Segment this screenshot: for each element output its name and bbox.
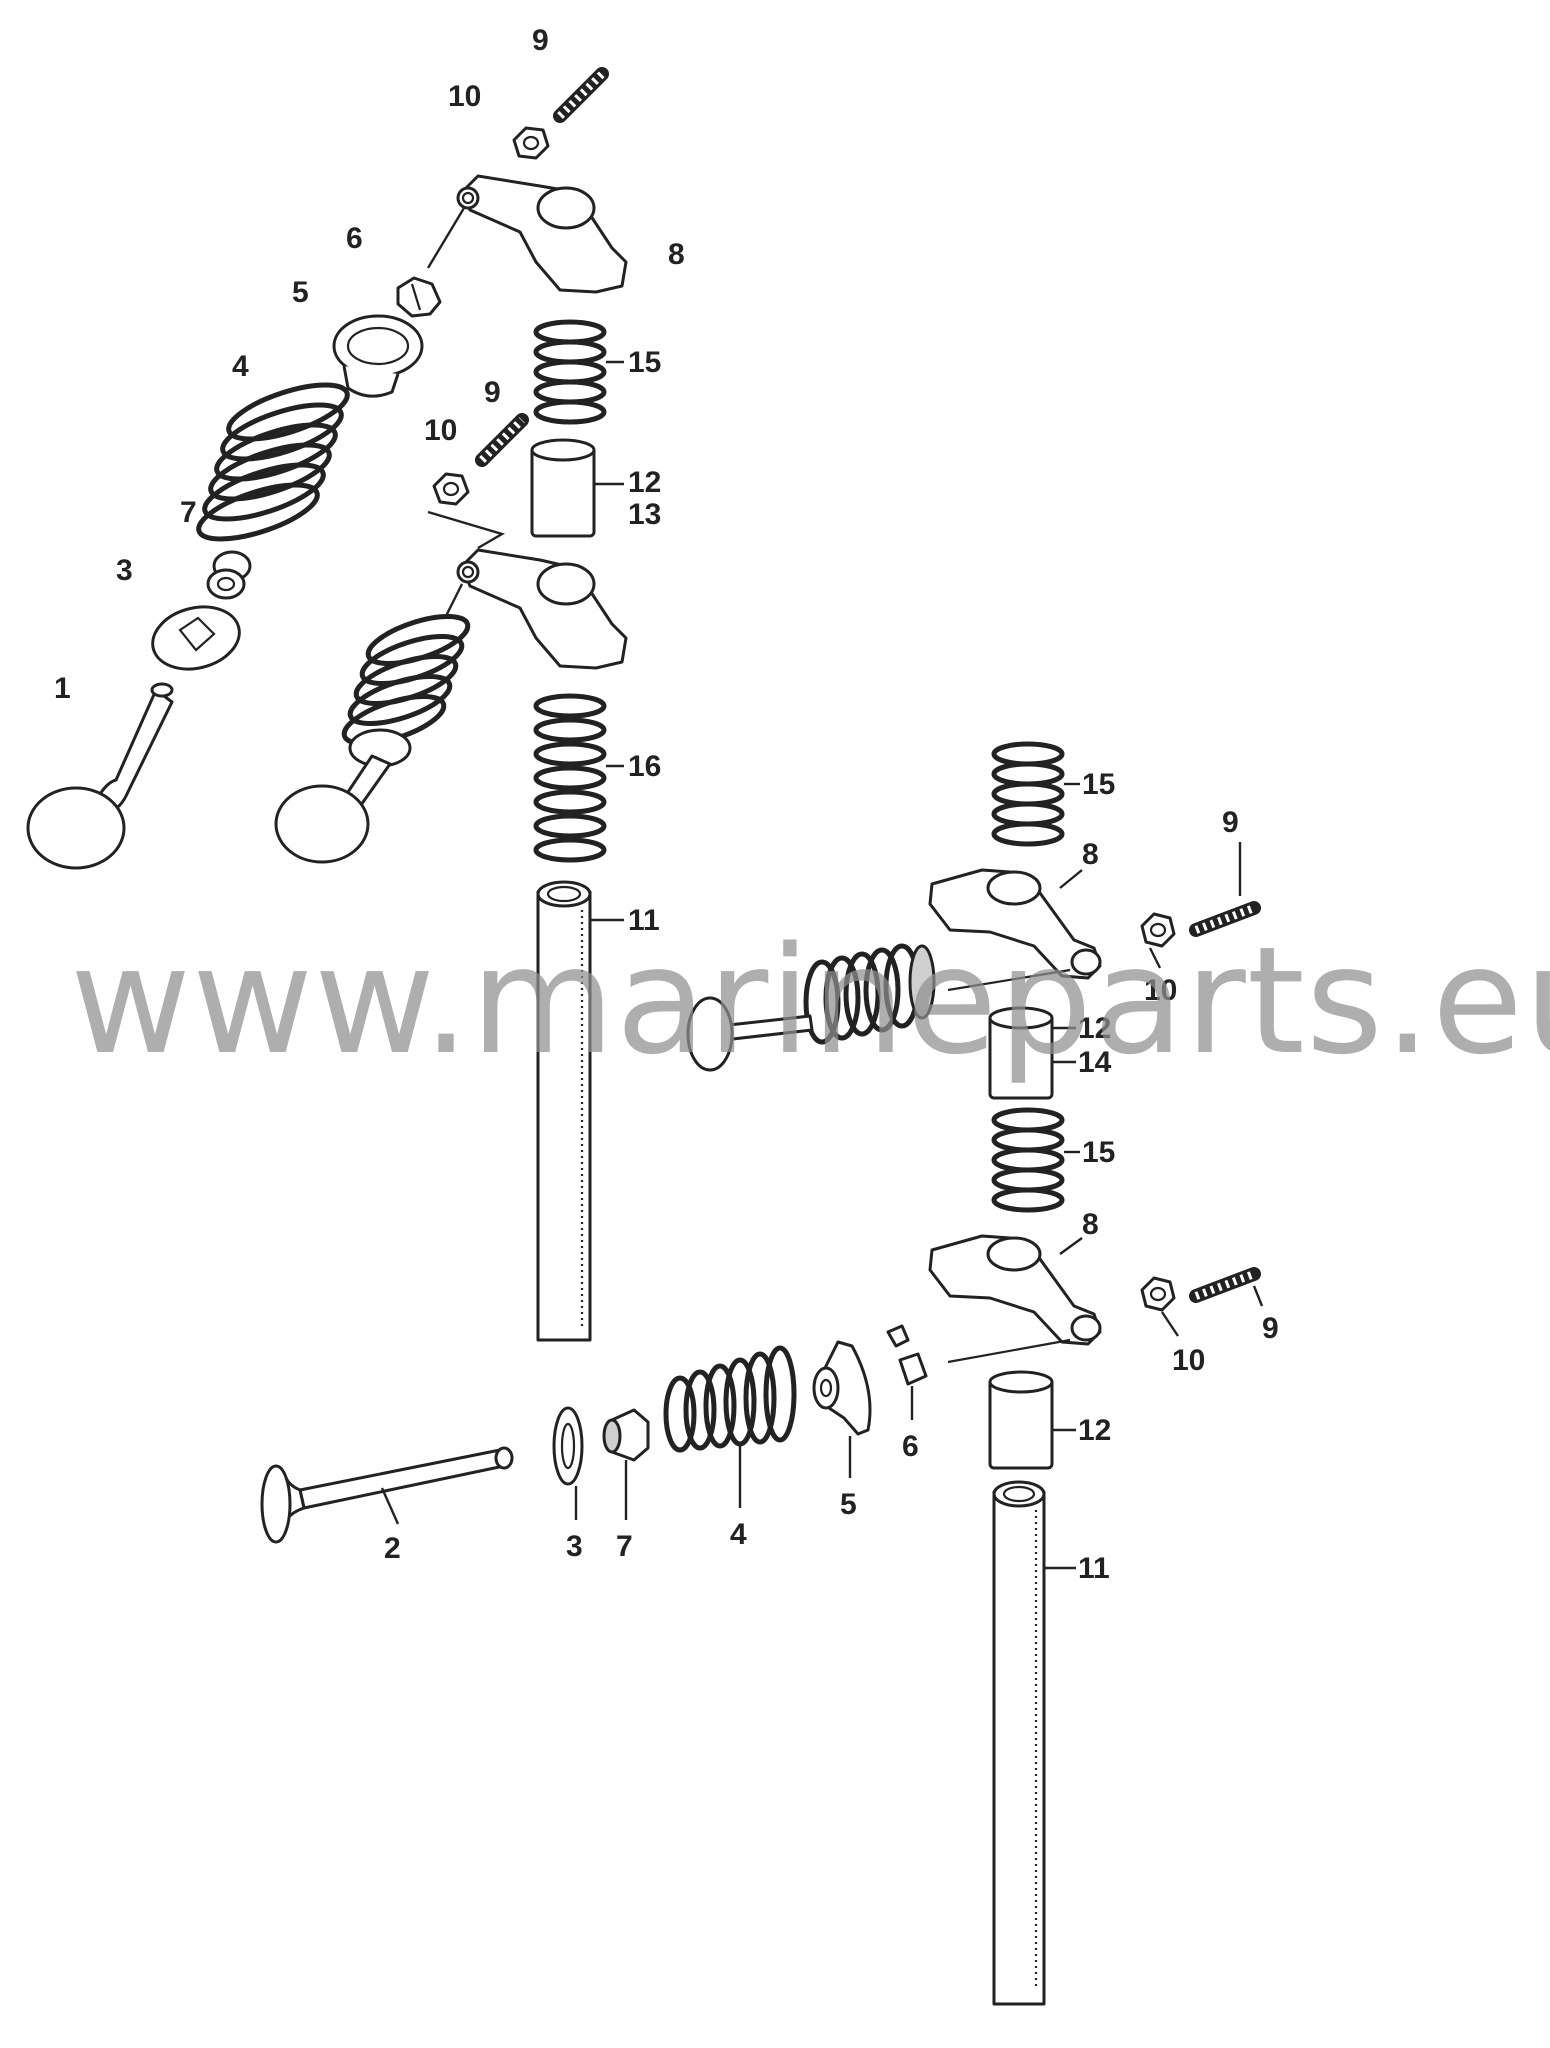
watermark-text: www.marineparts.eu bbox=[70, 915, 1550, 1087]
assembled-valve-right bbox=[686, 943, 1071, 1072]
callout-5-top: 5 bbox=[292, 276, 309, 309]
callout-6-top: 6 bbox=[346, 222, 363, 255]
valve-keepers-lower bbox=[886, 1324, 928, 1386]
rocker-arm-right-upper bbox=[928, 868, 1102, 980]
spring-washer-lower bbox=[552, 1406, 584, 1486]
rocker-arm-right-lower bbox=[928, 1234, 1102, 1346]
callout-15-right-mid: 15 bbox=[1082, 1136, 1115, 1169]
rocker-arm-mid bbox=[456, 548, 628, 670]
callout-14: 14 bbox=[1078, 1046, 1112, 1079]
adjusting-screw-right-upper bbox=[1189, 901, 1261, 937]
callout-11-right: 11 bbox=[1078, 1552, 1110, 1585]
spacer-upper bbox=[530, 438, 596, 538]
callout-9-right-upper: 9 bbox=[1222, 806, 1239, 839]
callout-8-right-lower: 8 bbox=[1082, 1208, 1099, 1241]
callout-9-right-lower: 9 bbox=[1262, 1312, 1279, 1345]
callout-15-top: 15 bbox=[628, 346, 661, 379]
callout-12-right-lower: 12 bbox=[1078, 1414, 1111, 1447]
callout-12-top: 12 bbox=[628, 466, 661, 499]
callout-1: 1 bbox=[54, 672, 71, 705]
valve-keepers-upper bbox=[396, 276, 442, 318]
intake-valve bbox=[26, 682, 174, 870]
spacer-right-lower bbox=[988, 1370, 1054, 1470]
adjusting-screw-upper bbox=[553, 67, 609, 123]
callout-5-bottom: 5 bbox=[840, 1488, 857, 1521]
callout-8-top: 8 bbox=[668, 238, 685, 271]
callout-3-top: 3 bbox=[116, 554, 133, 587]
callout-8-right-upper: 8 bbox=[1082, 838, 1099, 871]
rocker-shaft-right bbox=[992, 1480, 1046, 2006]
spring-retainer-upper bbox=[332, 314, 424, 398]
adjusting-screw-mid bbox=[475, 413, 529, 467]
lock-nut-upper bbox=[512, 126, 550, 160]
adjusting-screw-right-lower bbox=[1189, 1267, 1261, 1303]
callout-4-bottom: 4 bbox=[730, 1518, 747, 1551]
assembled-valve-mid bbox=[274, 614, 471, 864]
callout-13: 13 bbox=[628, 498, 661, 531]
callout-9-mid: 9 bbox=[484, 376, 501, 409]
rocker-spring-right-mid bbox=[991, 1107, 1065, 1213]
callout-4-top: 4 bbox=[232, 350, 249, 383]
callout-10-right-lower: 10 bbox=[1172, 1344, 1205, 1377]
lock-nut-mid bbox=[432, 472, 470, 506]
rocker-shaft-left bbox=[536, 880, 592, 1342]
rocker-spring-upper bbox=[533, 319, 607, 425]
lock-nut-right-lower bbox=[1140, 1276, 1176, 1312]
callout-2: 2 bbox=[384, 1532, 401, 1565]
callout-10-right-upper: 10 bbox=[1144, 974, 1177, 1007]
callout-12-right-mid: 12 bbox=[1078, 1012, 1111, 1045]
callout-15-right-upper: 15 bbox=[1082, 768, 1115, 801]
rocker-spring-right-upper bbox=[991, 741, 1065, 847]
lock-nut-right-upper bbox=[1140, 912, 1176, 948]
valve-spring-lower bbox=[663, 1345, 797, 1453]
spring-retainer-lower bbox=[812, 1340, 872, 1436]
exhaust-valve bbox=[260, 1446, 514, 1544]
valve-stem-seal-upper bbox=[206, 550, 252, 600]
callout-10-top: 10 bbox=[448, 80, 481, 113]
callout-10-mid: 10 bbox=[424, 414, 457, 447]
callout-6-bottom: 6 bbox=[902, 1430, 919, 1463]
callout-9-top: 9 bbox=[532, 24, 549, 57]
spacer-right-mid bbox=[988, 1006, 1054, 1100]
callout-7-top: 7 bbox=[180, 496, 197, 529]
callout-3-bottom: 3 bbox=[566, 1530, 583, 1563]
callout-11-left: 11 bbox=[628, 904, 660, 937]
callout-16: 16 bbox=[628, 750, 661, 783]
valve-spring-upper bbox=[196, 382, 350, 542]
callout-7-bottom: 7 bbox=[616, 1530, 633, 1563]
rocker-arm-upper bbox=[456, 174, 628, 294]
valve-stem-seal-lower bbox=[602, 1408, 650, 1462]
rocker-spring-long bbox=[533, 693, 607, 863]
spring-washer-upper bbox=[151, 605, 241, 671]
